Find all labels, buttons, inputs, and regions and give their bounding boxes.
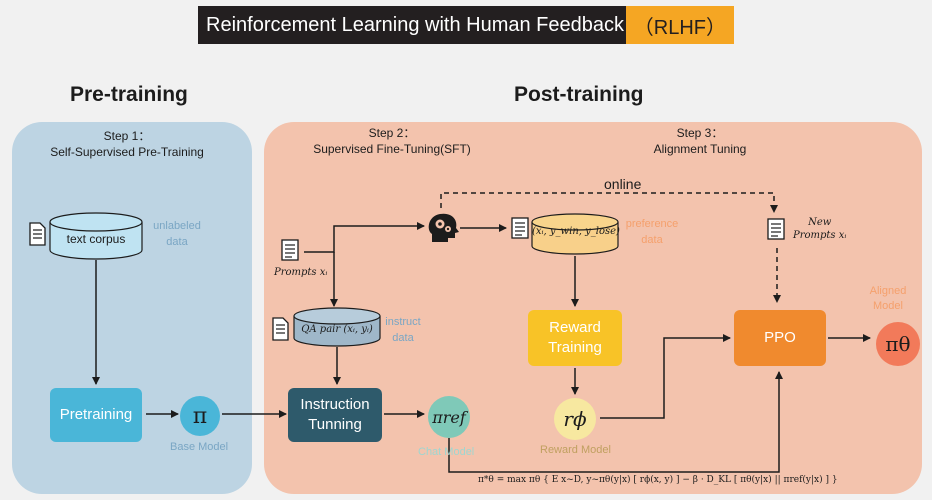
qa-pair-database-icon <box>293 307 381 347</box>
document-icon-prompts <box>281 239 299 261</box>
step-1-label: Step 1： Self-Supervised Pre-Training <box>22 128 232 160</box>
new-prompts-line-2: Prompts xᵢ <box>793 230 847 241</box>
diagram-title: Reinforcement Learning with Human Feedba… <box>206 13 624 36</box>
section-title-pre-training: Pre-training <box>70 83 188 106</box>
prompts-label: Prompts xᵢ <box>274 267 328 278</box>
chat-model-pi-ref-circle: πref <box>428 396 470 438</box>
title-badge-rlhf: （RLHF） <box>625 6 734 44</box>
step-2-label: Step 2： Supervised Fine-Tuning(SFT) <box>292 125 492 157</box>
step-2-number: Step 2： <box>368 126 416 140</box>
document-icon-new-prompts <box>767 218 785 240</box>
pretraining-box: Pretraining <box>50 388 142 442</box>
title-bar: Reinforcement Learning with Human Feedba… <box>198 6 734 44</box>
step-1-number: Step 1： <box>103 129 151 143</box>
document-icon-corpus <box>29 222 46 246</box>
new-prompts-label: New Prompts xᵢ <box>793 216 846 242</box>
step-2-name: Supervised Fine-Tuning(SFT) <box>313 142 471 156</box>
aligned-model-pi-theta-circle: πθ <box>876 322 920 366</box>
section-title-post-training: Post-training <box>514 83 644 106</box>
online-label: online <box>604 176 642 192</box>
reward-training-box: Reward Training <box>528 310 622 366</box>
instruct-data-label: instruct data <box>385 316 421 344</box>
step-3-name: Alignment Tuning <box>653 142 747 156</box>
step-3-label: Step 3： Alignment Tuning <box>610 125 790 157</box>
text-corpus-label: text corpus <box>66 232 126 246</box>
step-1-name: Self-Supervised Pre-Training <box>50 145 204 159</box>
document-icon-preference <box>511 217 529 239</box>
reward-model-r-phi-circle: rϕ <box>554 398 596 440</box>
human-head-gears-icon <box>428 213 459 242</box>
qa-pair-label: QA pair (xᵢ, yᵢ) <box>301 324 373 335</box>
document-icon-qa <box>272 317 289 341</box>
base-model-label: Base Model <box>170 441 229 453</box>
instruction-tuning-box: Instruction Tunning <box>288 388 382 442</box>
preference-pair-label: (xᵢ, y_win, y_lose) <box>532 226 620 237</box>
new-prompts-line-1: New <box>808 217 832 228</box>
preference-data-label: preference data <box>625 218 679 246</box>
preference-database-icon <box>531 213 619 255</box>
reward-model-label: Reward Model <box>540 444 611 456</box>
aligned-model-label: Aligned Model <box>869 285 907 312</box>
base-model-pi-circle: π <box>180 396 220 436</box>
step-3-number: Step 3： <box>676 126 724 140</box>
unlabeled-data-label: unlabeled data <box>153 220 201 248</box>
ppo-box: PPO <box>734 310 826 366</box>
chat-model-label: Chat Model <box>418 446 475 458</box>
text-corpus-database-icon <box>49 212 143 260</box>
ppo-objective-formula: π*θ = max πθ { E x~D, y~πθ(y|x) [ rϕ(x, … <box>478 475 838 485</box>
